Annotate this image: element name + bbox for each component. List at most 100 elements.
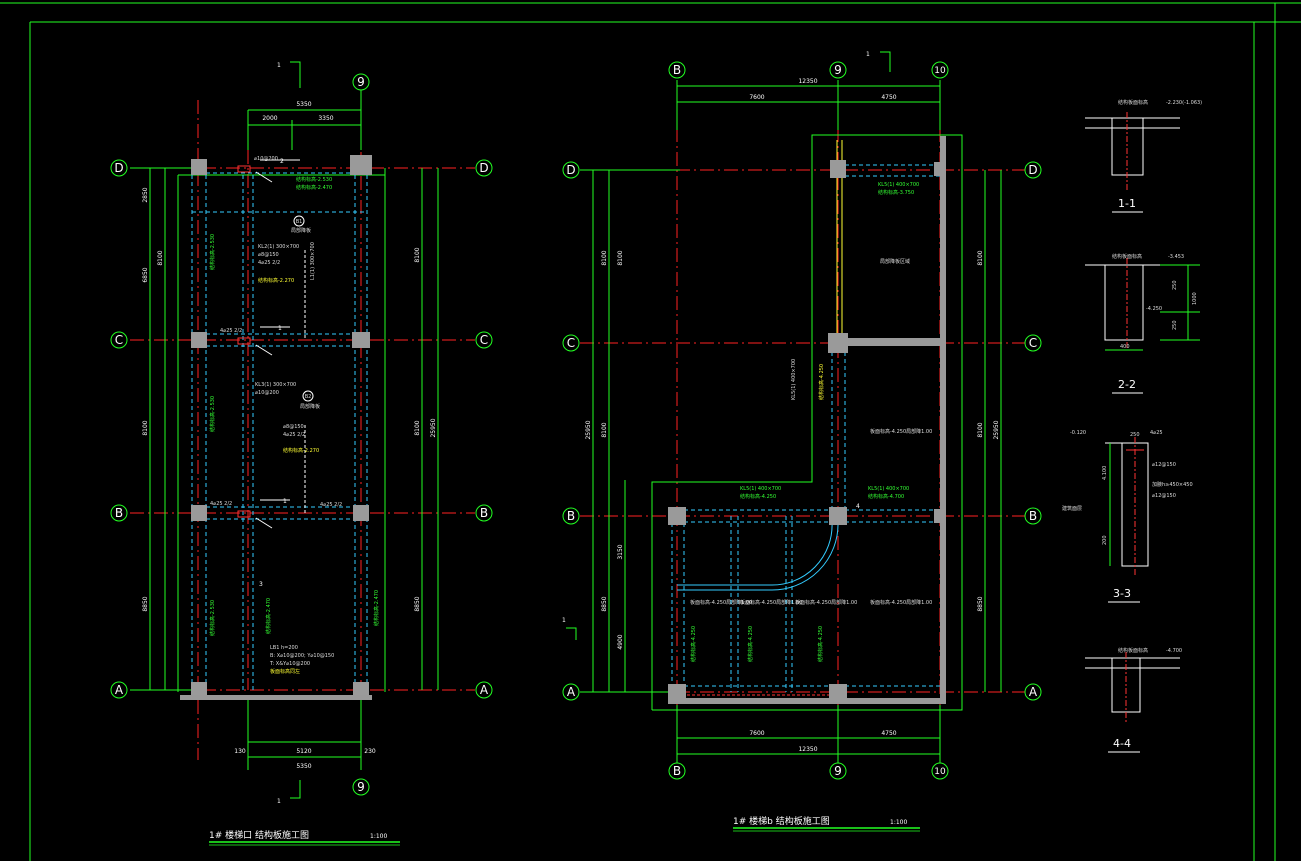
b-dim-left-seg1b: 8100 [617, 250, 624, 265]
s2-label: 2-2 [1118, 378, 1136, 391]
section-4-4: 结构板面标高 -4.700 4-4 [1085, 647, 1182, 753]
s2-elev: -3.453 [1168, 254, 1184, 260]
b-beam-1b: KL5(1) 400×700 [791, 359, 797, 400]
s1-note: 结构板面标高 [1118, 99, 1148, 106]
s3-r2: 加腋h≥450×450 [1152, 481, 1193, 488]
s2-dim2: 1000 [1192, 292, 1198, 305]
axis-label-c-right: C [480, 333, 488, 347]
s1-elev: -2.230(-1.063) [1166, 100, 1202, 106]
s4-note: 结构板面标高 [1118, 647, 1148, 654]
axis-label-9-top: 9 [357, 75, 365, 89]
plan-a-slab-note-3: T: X&Y⌀10@200 [269, 661, 310, 667]
plan-a-beam-1: KL2(1) 300×700 [258, 244, 299, 250]
axis-b-left-b: B [567, 509, 575, 523]
plan-a-section-marks: 1 1 [277, 61, 301, 805]
plan-a-sec-1a: 1 [278, 325, 282, 332]
b-room-4: 板面标高-4.250局部降1.00 [740, 599, 802, 606]
b-dim-left-seg3: 3150 [617, 544, 624, 559]
plan-a-scale: 1:100 [370, 833, 387, 840]
plan-a-rebar-3b: 4⌀25 2/2 [283, 432, 305, 438]
plan-a-elev-2c: 结构标高-2.470 [265, 598, 272, 634]
b-dim-top-right: 4750 [881, 94, 896, 101]
dim-top-total: 5350 [296, 101, 311, 108]
b-room-3: 板面标高-4.250局部降1.00 [690, 599, 752, 606]
plan-a-annotations: B1 局部降板 B2 局部降板 结构标高-2.530 结构标高-2.470 KL… [209, 156, 380, 675]
axis-10-bottom: 10 [934, 767, 946, 777]
b-dim-right-seg3: 8850 [977, 596, 984, 611]
s3-elev: -0.120 [1070, 430, 1086, 436]
b-room-5: 板面标高-4.250局部降1.00 [795, 599, 857, 606]
plan-a-sec-2: 2 [280, 158, 284, 165]
plan-a-elev-1b: 结构标高-2.530 [209, 234, 216, 270]
plan-a-rebar-1: ⌀8@150 [258, 252, 279, 258]
axis-label-d-left: D [114, 161, 123, 175]
dim-right-seg1: 8100 [414, 247, 421, 262]
s2-dim1: 250 [1172, 280, 1178, 290]
axis-10-top: 10 [934, 66, 946, 76]
b-elev-2: 结构标高-4.250 [818, 364, 825, 400]
plan-b-annotations: 局部降板区域 板面标高-4.250局部降1.00 板面标高-4.250局部降1.… [690, 182, 932, 662]
dim-right-total: 25950 [430, 418, 437, 437]
plan-a-title-block: 1# 楼梯口 结构板施工图 1:100 [209, 829, 400, 846]
b-beam-1: KL5(1) 400×700 [878, 182, 919, 188]
axis-b-bottom: B [673, 764, 681, 778]
plan-b-axis-bubbles: B 9 10 B 9 10 D D C C B B A A [562, 61, 1042, 780]
plan-a-beams [191, 172, 368, 690]
plan-a-elev-3: 结构标高-2.270 [258, 277, 294, 284]
b-dim-left-seg4: 8850 [601, 596, 608, 611]
b-dim-top-left: 7600 [749, 94, 764, 101]
plan-a-rebar-1b: ⌀8@150 [283, 424, 304, 430]
b-dim-left-total: 25950 [585, 420, 592, 439]
plan-a-elev-2b: 结构标高-2.470 [373, 590, 380, 626]
b-elev-3d: 结构标高-4.250 [817, 626, 824, 662]
b-sec-4: 4 [856, 503, 860, 510]
plan-a-rebar-3: 4⌀25 2/2 [258, 260, 280, 266]
plan-a-section-mark-top: 1 [277, 62, 281, 69]
plan-b-dimension-texts: 12350 7600 4750 7600 4750 12350 8100 810… [585, 78, 1000, 753]
axis-9-bottom: 9 [834, 764, 842, 778]
axis-d-left-b: D [566, 163, 575, 177]
plan-a-rebar-b: 4⌀25 2/2 [210, 501, 232, 507]
b-dim-left-seg1: 8100 [601, 250, 608, 265]
b-dim-right-total: 25950 [993, 420, 1000, 439]
dim-bottom-right: 230 [364, 748, 376, 755]
s4-label: 4-4 [1113, 737, 1131, 750]
s3-note: 建筑面层 [1062, 505, 1082, 512]
axis-label-9-bottom: 9 [357, 780, 365, 794]
axis-label-d-right: D [479, 161, 488, 175]
plan-a-columns [180, 155, 372, 700]
axis-label-a-left: A [115, 683, 124, 697]
dim-top-left: 2000 [262, 115, 277, 122]
dim-right-seg2: 8100 [414, 420, 421, 435]
plan-a-bubble-2: B2 [305, 394, 312, 400]
b-dim-left-seg2: 8100 [601, 422, 608, 437]
plan-b-title-block: 1# 楼梯b 结构板施工图 1:100 [733, 815, 920, 832]
b-dim-right-seg2: 8100 [977, 422, 984, 437]
s3-d1: 4⌀25 [1150, 430, 1163, 436]
plan-b-section-marks: 1 1 [562, 51, 891, 640]
plan-a-elev-1: 结构标高-2.530 [296, 176, 332, 183]
axis-9-top: 9 [834, 63, 842, 77]
plan-a-dimension-texts: 5350 2000 3350 5350 5120 130 230 2850 81… [142, 101, 437, 770]
dim-left-seg3: 8850 [142, 596, 149, 611]
s3-r1: ⌀12@150 [1152, 462, 1176, 468]
b-elev-3c: 结构标高-4.250 [747, 626, 754, 662]
b-dim-right-seg1: 8100 [977, 250, 984, 265]
s3-r3: ⌀12@150 [1152, 493, 1176, 499]
s2-note: 结构板面标高 [1112, 253, 1142, 260]
axis-b-right-b: B [1029, 509, 1037, 523]
b-dim-left-seg5: 4900 [617, 634, 624, 649]
b-room-1: 局部降板区域 [880, 258, 910, 265]
axis-label-b-left: B [115, 506, 123, 520]
plan-a-elev-1c: 结构标高-2.530 [209, 396, 216, 432]
plan-a-sec-3: 3 [259, 581, 263, 588]
axis-a-left-b: A [567, 685, 576, 699]
dim-bottom-total: 5350 [296, 763, 311, 770]
plan-a-rebar-2: ⌀10@200 [255, 390, 279, 396]
plan-a-beam-2: KL3(1) 300×700 [255, 382, 296, 388]
dim-bottom-left: 130 [234, 748, 246, 755]
s2-dim3: 250 [1172, 320, 1178, 330]
axis-c-left-b: C [567, 336, 575, 350]
plan-b-section-mark-top: 1 [866, 51, 870, 58]
